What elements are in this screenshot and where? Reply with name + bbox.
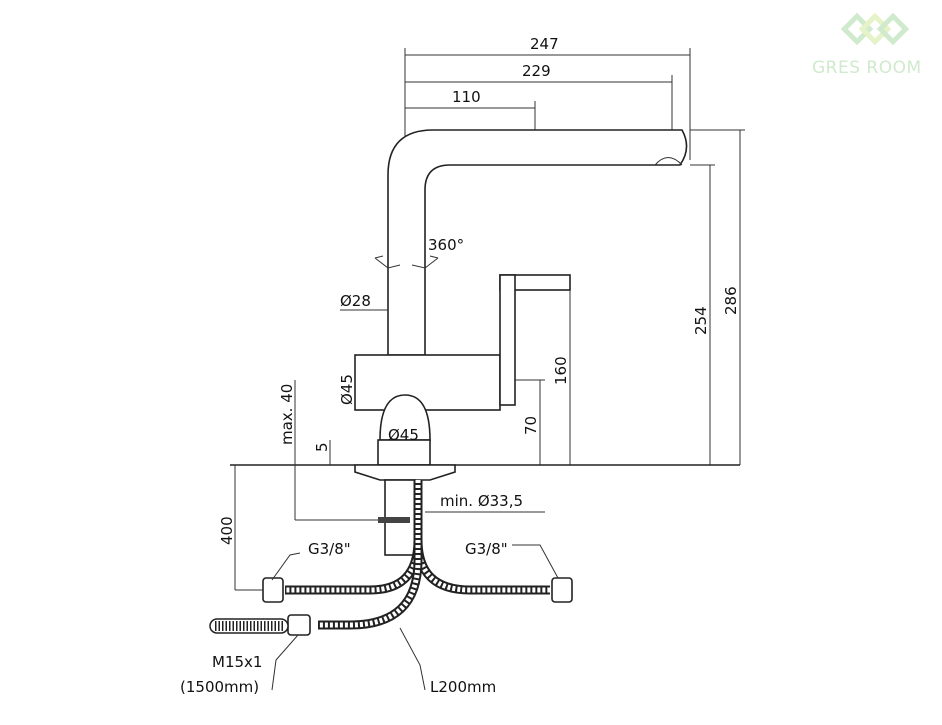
logo-watermark: GRES ROOM	[812, 58, 922, 78]
dim-deck-thickness: max. 40	[278, 384, 296, 445]
spout-outlet	[654, 157, 683, 166]
dim-rotation: 360°	[428, 236, 464, 254]
label-pullout-length: (1500mm)	[180, 678, 259, 696]
dim-110: 110	[452, 88, 481, 106]
dim-body-height: 70	[522, 416, 540, 435]
dim-gap: 5	[313, 442, 331, 452]
dim-total-height: 286	[722, 286, 740, 315]
dim-hose-drop: 400	[218, 516, 236, 545]
label-pullout-thread: M15x1	[212, 653, 262, 671]
dim-body-diameter: Ø45	[338, 374, 356, 405]
dim-spout-diameter: Ø28	[340, 292, 371, 310]
lever-stem	[499, 274, 516, 406]
label-connector-left: G3/8"	[308, 540, 351, 558]
dim-hole-diameter: min. Ø33,5	[440, 492, 523, 510]
dim-base-diameter: Ø45	[388, 426, 419, 444]
label-hose-length: L200mm	[430, 678, 496, 696]
rotation-arrows-icon	[374, 255, 439, 269]
leader-lines	[271, 309, 559, 691]
dim-247: 247	[530, 35, 559, 53]
label-connector-right: G3/8"	[465, 540, 508, 558]
body-neck	[379, 394, 431, 441]
dim-229: 229	[522, 62, 551, 80]
spout	[387, 129, 688, 356]
base-collar	[377, 439, 431, 466]
supply-hoses	[209, 480, 573, 636]
height-dimensions	[515, 129, 745, 465]
dim-outlet-height: 254	[692, 306, 710, 335]
base-plate	[354, 464, 456, 481]
faucet-body	[354, 354, 501, 411]
logo-icon	[840, 12, 910, 46]
fixing-nut	[378, 517, 410, 523]
dim-lever-height: 160	[552, 356, 570, 385]
